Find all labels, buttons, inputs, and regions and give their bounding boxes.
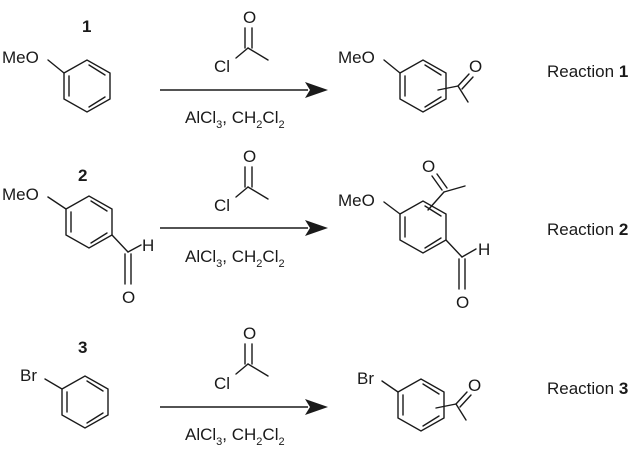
reaction-conditions-2: AlCl3, CH2Cl2 <box>185 247 285 270</box>
reactant-1-anisole: 1 MeO <box>2 17 111 113</box>
reactant-2-anisaldehyde: 2 MeO H O <box>2 166 154 307</box>
compound-number-2: 2 <box>78 166 87 185</box>
benzene-ring <box>63 59 111 113</box>
carbonyl-oxygen-label: O <box>422 157 435 176</box>
bromine-label: Br <box>357 369 374 388</box>
methoxy-label: MeO <box>2 48 39 67</box>
reaction-conditions-1: AlCl3, CH2Cl2 <box>185 108 285 131</box>
bond-ome <box>47 59 65 74</box>
benzene-ring <box>397 378 445 432</box>
carbonyl-oxygen-label: O <box>243 324 256 343</box>
acetyl-attach-bond <box>427 191 445 211</box>
reaction-label-3: Reaction 3 <box>547 379 628 398</box>
aldehyde-oxygen-label: O <box>122 288 135 307</box>
benzene-ring <box>61 375 109 429</box>
reaction-3: 3 Br O Cl AlCl3, CH2Cl2 Br <box>20 324 628 448</box>
reaction-label-2: Reaction 2 <box>547 220 628 239</box>
aldehyde-bond <box>111 234 129 253</box>
reaction-1: 1 MeO O Cl AlCl3, CH2Cl2 MeO <box>2 8 628 131</box>
aldehyde-hydrogen-label: H <box>478 240 490 259</box>
carbonyl-oxygen-label: O <box>243 8 256 27</box>
reagent-acetyl-chloride-3: O Cl <box>214 324 269 393</box>
product-3: Br O <box>357 369 481 432</box>
reaction-arrow-2 <box>160 220 328 236</box>
carbonyl-oxygen-label: O <box>469 57 482 76</box>
methoxy-label: MeO <box>338 48 375 67</box>
chlorine-label: Cl <box>214 374 230 393</box>
reaction-arrow-3 <box>160 399 328 415</box>
chlorine-label: Cl <box>214 196 230 215</box>
bromine-label: Br <box>20 366 37 385</box>
chlorine-label: Cl <box>214 57 230 76</box>
reagent-acetyl-chloride-1: O Cl <box>214 8 269 76</box>
acetyl-attach-bond <box>435 403 457 409</box>
aldehyde-oxygen-label: O <box>456 293 469 312</box>
reactant-3-bromobenzene: 3 Br <box>20 338 109 429</box>
acetyl-attach-bond <box>437 85 459 91</box>
aldehyde-hydrogen-label: H <box>142 236 154 255</box>
benzene-ring <box>65 195 113 249</box>
methoxy-label: MeO <box>2 185 39 204</box>
benzene-ring <box>399 200 447 254</box>
reaction-arrow-1 <box>160 82 328 98</box>
reaction-label-1: Reaction 1 <box>547 62 628 81</box>
reaction-conditions-3: AlCl3, CH2Cl2 <box>185 425 285 448</box>
benzene-ring <box>399 59 447 113</box>
reaction-2: 2 MeO H O O Cl AlCl3, CH2Cl2 <box>2 147 628 312</box>
reagent-acetyl-chloride-2: O Cl <box>214 147 269 215</box>
product-1: MeO O <box>338 48 482 113</box>
methoxy-label: MeO <box>338 191 375 210</box>
compound-number-3: 3 <box>78 338 87 357</box>
compound-number-1: 1 <box>82 17 91 36</box>
product-2: MeO O H O <box>338 157 490 312</box>
carbonyl-oxygen-label: O <box>468 376 481 395</box>
carbonyl-oxygen-label: O <box>243 147 256 166</box>
